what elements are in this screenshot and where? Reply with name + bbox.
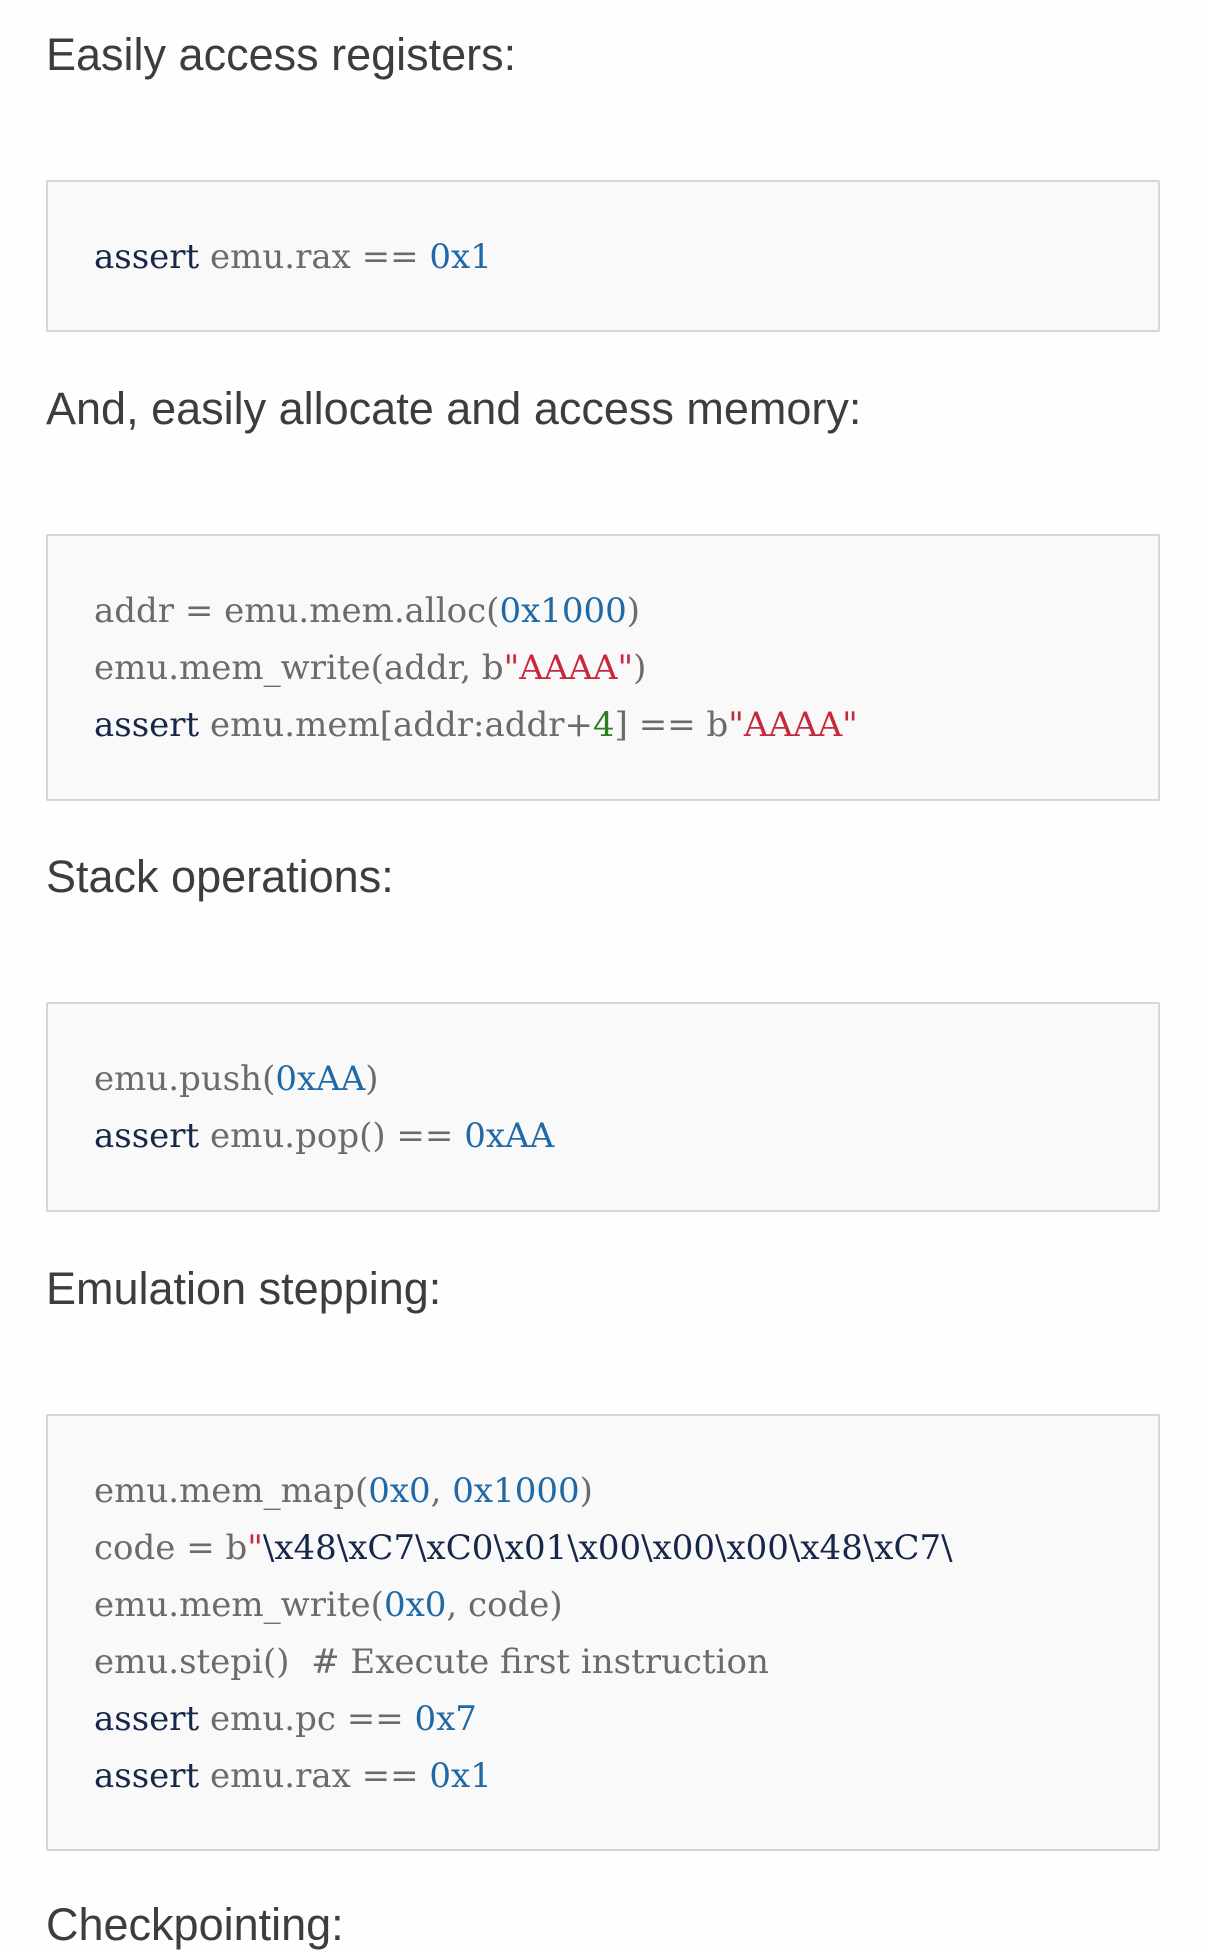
code-token: assert — [94, 237, 200, 277]
code-token: 0x0 — [368, 1471, 431, 1511]
code-token: emu.pc == — [199, 1699, 415, 1739]
code-token: addr = emu.mem.alloc( — [94, 591, 500, 631]
code-token: assert — [94, 1699, 200, 1739]
code-line: assert emu.mem[addr:addr+4] == b"AAAA" — [94, 697, 1158, 754]
code-block-registers[interactable]: assert emu.rax == 0x1 — [46, 180, 1160, 332]
code-token: assert — [94, 1756, 200, 1796]
code-token: , — [430, 1471, 453, 1511]
code-line: emu.stepi() # Execute first instruction — [94, 1634, 1158, 1691]
code-token: emu.rax == — [199, 1756, 430, 1796]
code-token: emu.mem_write(addr, b — [94, 648, 504, 688]
section-heading-memory: And, easily allocate and access memory: — [46, 383, 862, 434]
code-token: "AAAA" — [503, 648, 634, 688]
code-line: addr = emu.mem.alloc(0x1000) — [94, 583, 1158, 640]
code-token: ) — [579, 1471, 593, 1511]
code-line: assert emu.rax == 0x1 — [94, 1748, 1158, 1805]
code-line: emu.mem_write(0x0, code) — [94, 1577, 1158, 1634]
code-token: code = b — [94, 1528, 248, 1568]
code-block-stepping[interactable]: emu.mem_map(0x0, 0x1000)code = b"\x48\xC… — [46, 1414, 1160, 1851]
code-line: assert emu.pc == 0x7 — [94, 1691, 1158, 1748]
section-heading-registers: Easily access registers: — [46, 29, 517, 80]
code-token: 0x1000 — [499, 591, 627, 631]
code-line: code = b"\x48\xC7\xC0\x01\x00\x00\x00\x4… — [94, 1520, 1158, 1577]
code-token: 0x0 — [383, 1585, 447, 1625]
code-line: assert emu.rax == 0x1 — [94, 229, 1158, 286]
code-token: 0x7 — [414, 1699, 477, 1739]
code-line: assert emu.pop() == 0xAA — [94, 1108, 1158, 1165]
code-line: emu.mem_map(0x0, 0x1000) — [94, 1463, 1158, 1520]
code-token: emu.push( — [94, 1059, 276, 1099]
code-token: 0xAA — [275, 1059, 366, 1099]
code-token: \x48\xC7\xC0\x01\x00\x00\x00\x48\xC7\ — [262, 1528, 953, 1568]
code-token: , code) — [446, 1585, 563, 1625]
code-token: ] == b — [614, 705, 729, 745]
code-token: emu.mem_map( — [94, 1471, 369, 1511]
code-token: emu.rax == — [199, 237, 430, 277]
code-token: emu.stepi() — [94, 1642, 312, 1682]
code-token: "AAAA" — [728, 705, 858, 745]
code-token: emu.pop() == — [199, 1116, 465, 1156]
code-token: assert — [94, 1116, 200, 1156]
code-token: # Execute first instruction — [311, 1642, 769, 1682]
code-token: 0x1000 — [452, 1471, 580, 1511]
code-token: ) — [633, 648, 647, 688]
code-block-stack[interactable]: emu.push(0xAA)assert emu.pop() == 0xAA — [46, 1002, 1160, 1212]
section-heading-stepping: Emulation stepping: — [46, 1263, 442, 1314]
code-token: " — [247, 1528, 263, 1568]
code-token: ) — [626, 591, 641, 631]
code-token: assert — [94, 705, 200, 745]
code-token: 4 — [593, 705, 615, 745]
code-token: 0x1 — [429, 1756, 492, 1796]
section-heading-checkpointing: Checkpointing: — [46, 1899, 344, 1950]
code-token: emu.mem_write( — [94, 1585, 384, 1625]
section-heading-stack: Stack operations: — [46, 851, 394, 902]
code-token: 0x1 — [429, 237, 492, 277]
code-token: 0xAA — [464, 1116, 555, 1156]
code-token: ) — [365, 1059, 379, 1099]
code-line: emu.push(0xAA) — [94, 1051, 1158, 1108]
code-token: emu.mem[addr:addr+ — [199, 705, 594, 745]
code-line: emu.mem_write(addr, b"AAAA") — [94, 640, 1158, 697]
code-block-memory[interactable]: addr = emu.mem.alloc(0x1000)emu.mem_writ… — [46, 534, 1160, 801]
